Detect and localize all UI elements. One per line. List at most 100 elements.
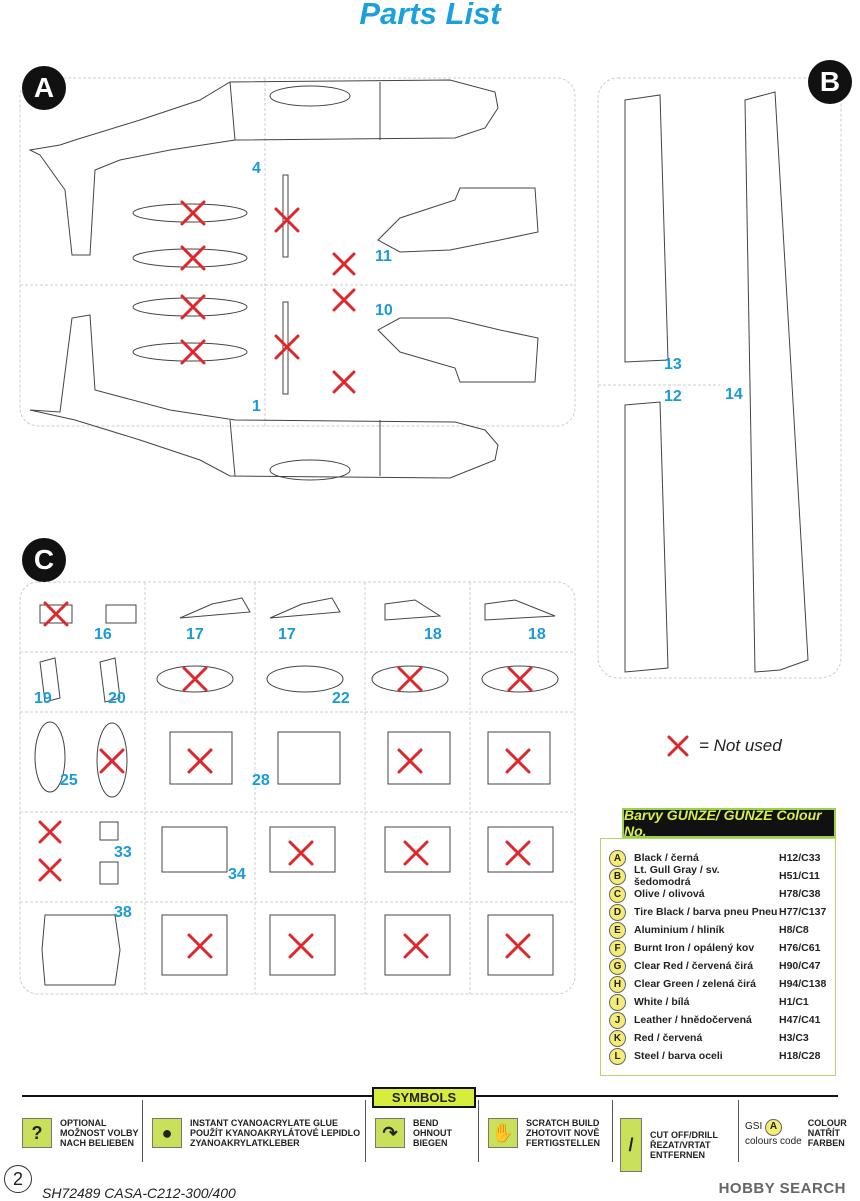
part-number-38: 38 [114, 904, 132, 921]
colour-badge-icon: K [609, 1029, 626, 1047]
part-18b-shape [484, 599, 556, 621]
part-1-shape [29, 314, 499, 479]
part-17a-shape [179, 597, 251, 619]
page-number: 2 [4, 1165, 32, 1193]
part-number-10: 10 [375, 302, 393, 319]
cut-icon: / [620, 1118, 642, 1172]
part-number-17a: 17 [186, 626, 204, 643]
part-number-12: 12 [664, 388, 682, 405]
not-used-text: = Not used [699, 736, 782, 755]
part-18a-shape [384, 599, 442, 621]
part-number-25: 25 [60, 772, 78, 789]
cross-icon [667, 735, 689, 757]
colour-badge-icon: A [609, 849, 626, 867]
part-number-19: 19 [34, 690, 52, 707]
colour-name: Aluminium / hliník [634, 924, 725, 936]
sheet-a-badge: A [22, 66, 66, 110]
symbol-divider [142, 1100, 143, 1162]
colour-row: A Black / černá H12/C33 [609, 849, 829, 867]
part-14-shape [744, 91, 809, 673]
sheet-b-badge: B [808, 60, 852, 104]
colour-code: H94/C138 [779, 978, 827, 990]
colour-badge-icon: A [765, 1118, 783, 1136]
part-number-11: 11 [375, 248, 392, 265]
footer-kit-code: SH72489 CASA-C212-300/400 [42, 1185, 236, 1201]
colour-badge-icon: I [609, 993, 626, 1011]
colour-name: White / bílá [634, 996, 690, 1008]
symbols-header: SYMBOLS [372, 1087, 476, 1108]
part-13-shape [624, 94, 669, 363]
part-number-13: 13 [664, 356, 682, 373]
colour-code: H77/C137 [779, 906, 827, 918]
sprue-c-frame [19, 581, 576, 995]
sheet-c-badge: C [22, 538, 66, 582]
part-12-shape [624, 401, 669, 673]
symbol-divider [738, 1100, 739, 1162]
symbol-divider [478, 1100, 479, 1162]
colour-badge-icon: H [609, 975, 626, 993]
colour-code: H47/C41 [779, 1014, 821, 1026]
part-number-18a: 18 [424, 626, 442, 643]
part-17b-shape [269, 597, 341, 619]
colour-row: C Olive / olivová H78/C38 [609, 885, 829, 903]
colour-code: H90/C47 [779, 960, 821, 972]
question-icon: ? [22, 1118, 52, 1148]
part-number-16: 16 [94, 626, 112, 643]
colour-code: H78/C38 [779, 888, 821, 900]
colour-code: H12/C33 [779, 852, 821, 864]
colour-name: Clear Red / červená čirá [634, 960, 754, 972]
colour-table-header: Barvy GUNZE/ GUNZE Colour No. [622, 807, 836, 839]
colour-name: Tire Black / barva pneu Pneu [634, 906, 778, 918]
symbol-divider [365, 1100, 366, 1162]
colour-name: Burnt Iron / opálený kov [634, 942, 755, 954]
colour-code: H1/C1 [779, 996, 809, 1008]
part-number-22: 22 [332, 690, 350, 707]
symbol-divider [612, 1100, 613, 1162]
colour-name: Olive / olivová [634, 888, 705, 900]
colour-badge-icon: D [609, 903, 626, 921]
drop-icon: ● [152, 1118, 182, 1148]
colour-badge-icon: J [609, 1011, 626, 1029]
colour-badge-icon: C [609, 885, 626, 903]
colour-badge-icon: B [609, 867, 626, 885]
colour-name: Black / černá [634, 852, 699, 864]
bend-icon: ↷ [375, 1118, 405, 1148]
part-number-1: 1 [252, 398, 261, 415]
part-number-14: 14 [725, 386, 743, 403]
colour-name: Lt. Gull Gray / sv. šedomodrá [634, 864, 720, 888]
part-number-18b: 18 [528, 626, 546, 643]
colour-row: F Burnt Iron / opálený kov H76/C61 [609, 939, 829, 957]
not-used-crosses [38, 200, 533, 959]
page-title: Parts List [359, 0, 501, 31]
colour-badge-icon: E [609, 921, 626, 939]
not-used-legend: = Not used [665, 733, 782, 759]
part-number-28: 28 [252, 772, 270, 789]
colour-code: H18/C28 [779, 1050, 821, 1062]
watermark: HOBBY SEARCH [718, 1180, 846, 1197]
part-number-17b: 17 [278, 626, 296, 643]
colour-badge-icon: F [609, 939, 626, 957]
part-4-shape [28, 79, 499, 256]
colour-name: Red / červená [634, 1032, 703, 1044]
part-10-shape [377, 317, 539, 383]
part-11-shape [377, 187, 539, 253]
part-c-a [39, 604, 73, 624]
sprue-a-frame [19, 77, 576, 427]
colour-code: H76/C61 [779, 942, 821, 954]
